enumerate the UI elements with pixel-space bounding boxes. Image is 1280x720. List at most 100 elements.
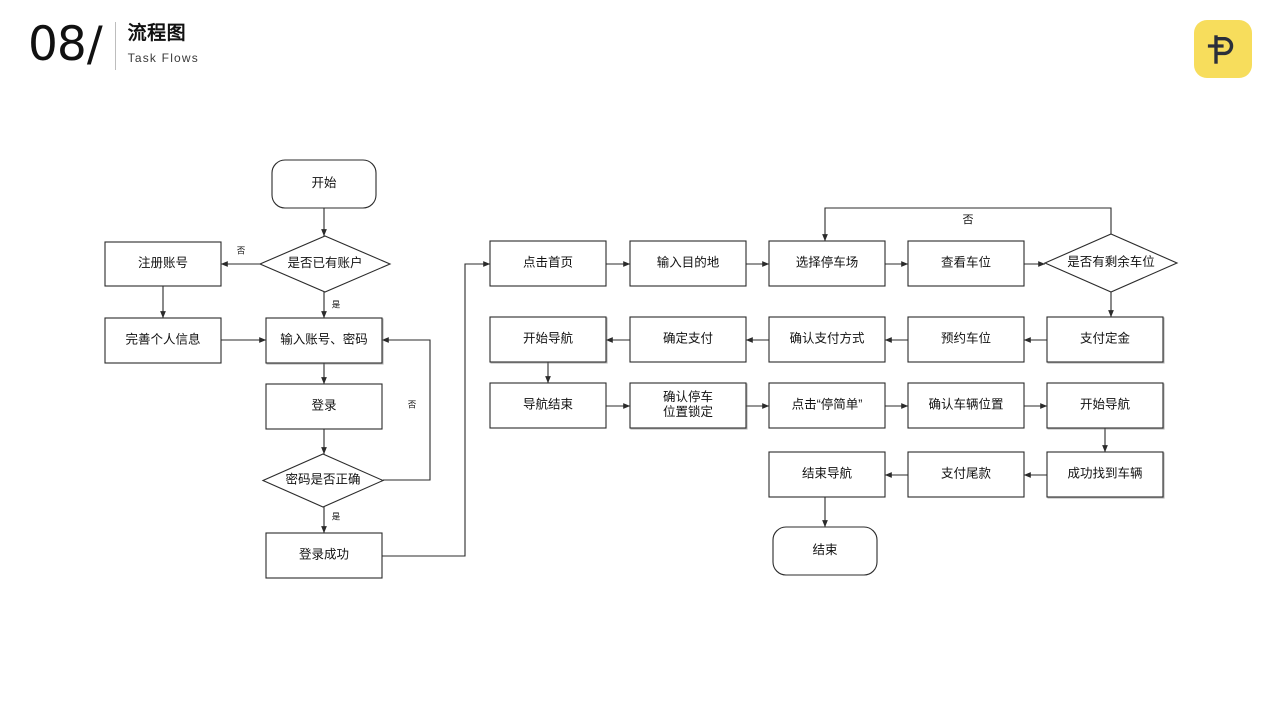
node-label: 导航结束 — [523, 397, 574, 412]
process-shape[interactable] — [907, 240, 1025, 287]
flow-node-login_ok[interactable]: 登录成功 — [265, 532, 383, 579]
flow-node-has_spot[interactable]: 是否有剩余车位 — [1043, 233, 1179, 293]
node-label: 输入账号、密码 — [280, 332, 368, 347]
node-label: 点击“停简单” — [792, 397, 863, 412]
process-shape[interactable] — [265, 532, 383, 579]
flow-node-choose_lot[interactable]: 选择停车场 — [768, 240, 886, 287]
flow-node-end[interactable]: 结束 — [772, 526, 878, 576]
node-label: 支付定金 — [1080, 331, 1131, 346]
node-label: 确认支付方式 — [789, 331, 865, 346]
edge-label: 是 — [332, 299, 341, 309]
flow-node-view_spot[interactable]: 查看车位 — [907, 240, 1025, 287]
node-label: 开始导航 — [523, 331, 574, 346]
process-shape[interactable] — [768, 382, 886, 429]
flow-node-start_nav_1[interactable]: 开始导航 — [489, 316, 607, 363]
process-shape[interactable] — [265, 383, 383, 430]
flow-edge: 否 — [220, 245, 260, 267]
node-label: 预约车位 — [941, 331, 991, 346]
flow-node-end_nav[interactable]: 结束导航 — [768, 451, 886, 498]
process-shape[interactable] — [768, 316, 886, 363]
node-label: 完善个人信息 — [125, 332, 200, 347]
node-label: 密码是否正确 — [285, 472, 360, 487]
flow-node-lock_pos[interactable]: 确认停车位置锁定 — [629, 382, 747, 429]
decision-shape[interactable] — [258, 235, 392, 293]
flow-node-book_spot[interactable]: 预约车位 — [907, 316, 1025, 363]
flow-edge: 是 — [321, 292, 341, 319]
process-shape[interactable] — [768, 451, 886, 498]
node-label: 结束 — [812, 543, 838, 557]
node-label: 点击首页 — [523, 256, 573, 270]
p-brand-icon — [1207, 35, 1234, 64]
node-label: 确定支付 — [663, 331, 713, 346]
node-label: 开始导航 — [1080, 397, 1131, 412]
process-shape[interactable] — [907, 316, 1025, 363]
node-label: 登录成功 — [299, 547, 349, 562]
page-title: 流程图 — [127, 23, 187, 44]
node-label: 输入目的地 — [657, 255, 720, 270]
slide-header: 08 / 流程图 Task Flows — [28, 18, 199, 72]
flow-edge: 否 — [381, 337, 431, 481]
flow-node-has_account[interactable]: 是否已有账户 — [258, 235, 392, 293]
flow-node-profile[interactable]: 完善个人信息 — [104, 317, 222, 364]
process-shape[interactable] — [489, 316, 607, 363]
process-shape[interactable] — [265, 317, 383, 364]
node-label: 成功找到车辆 — [1067, 466, 1142, 481]
process-shape[interactable] — [768, 240, 886, 287]
node-label: 是否有剩余车位 — [1067, 254, 1155, 269]
flow-node-tap_app[interactable]: 点击“停简单” — [768, 382, 886, 429]
terminator-shape[interactable] — [772, 526, 878, 576]
process-shape[interactable] — [907, 382, 1025, 429]
section-number-slash: / — [86, 17, 103, 72]
node-label: 确认停车位置锁定 — [663, 389, 713, 419]
node-label: 开始 — [311, 176, 337, 190]
process-shape[interactable] — [629, 382, 747, 429]
flow-edge: 是 — [321, 507, 341, 534]
node-label: 是否已有账户 — [287, 255, 362, 270]
flow-node-pay_rest[interactable]: 支付尾款 — [907, 451, 1025, 498]
header-titles: 流程图 Task Flows — [128, 18, 199, 67]
process-shape[interactable] — [1046, 316, 1164, 363]
edge-label: 否 — [237, 245, 246, 255]
edge-path — [822, 207, 1112, 242]
flow-node-input_cred[interactable]: 输入账号、密码 — [265, 317, 383, 364]
header-divider — [114, 22, 116, 70]
flow-edge: 否 — [822, 207, 1112, 242]
process-shape[interactable] — [907, 451, 1025, 498]
process-shape[interactable] — [104, 317, 222, 364]
edge-path — [381, 337, 431, 481]
flow-node-confirm_car[interactable]: 确认车辆位置 — [907, 382, 1025, 429]
section-number: 08 — [28, 17, 87, 72]
decision-shape[interactable] — [261, 453, 385, 508]
flow-node-nav_end[interactable]: 导航结束 — [489, 382, 607, 429]
flow-node-input_dest[interactable]: 输入目的地 — [629, 240, 747, 287]
terminator-shape[interactable] — [271, 159, 377, 209]
flow-node-pay_method[interactable]: 确认支付方式 — [768, 316, 886, 363]
flow-node-start_nav_2[interactable]: 开始导航 — [1046, 382, 1164, 429]
flow-node-start[interactable]: 开始 — [271, 159, 377, 209]
process-shape[interactable] — [629, 316, 747, 363]
flow-node-pwd_ok[interactable]: 密码是否正确 — [261, 453, 385, 508]
flow-node-tap_home[interactable]: 点击首页 — [489, 240, 607, 287]
node-label: 注册账号 — [138, 255, 188, 270]
flow-node-found_car[interactable]: 成功找到车辆 — [1046, 451, 1164, 498]
edge-path — [382, 261, 491, 557]
node-label: 确认车辆位置 — [928, 397, 1003, 412]
flow-node-pay_deposit[interactable]: 支付定金 — [1046, 316, 1164, 363]
process-shape[interactable] — [1046, 451, 1164, 498]
process-shape[interactable] — [1046, 382, 1164, 429]
node-label: 查看车位 — [941, 255, 991, 270]
flow-node-confirm_pay[interactable]: 确定支付 — [629, 316, 747, 363]
process-shape[interactable] — [104, 241, 222, 287]
process-shape[interactable] — [489, 240, 607, 287]
edge-label: 否 — [963, 214, 974, 226]
decision-shape[interactable] — [1043, 233, 1179, 293]
flow-node-register[interactable]: 注册账号 — [104, 241, 222, 287]
flow-node-login[interactable]: 登录 — [265, 383, 383, 430]
brand-logo — [1194, 20, 1252, 78]
process-shape[interactable] — [629, 240, 747, 287]
edge-label: 是 — [332, 511, 341, 521]
process-shape[interactable] — [489, 382, 607, 429]
